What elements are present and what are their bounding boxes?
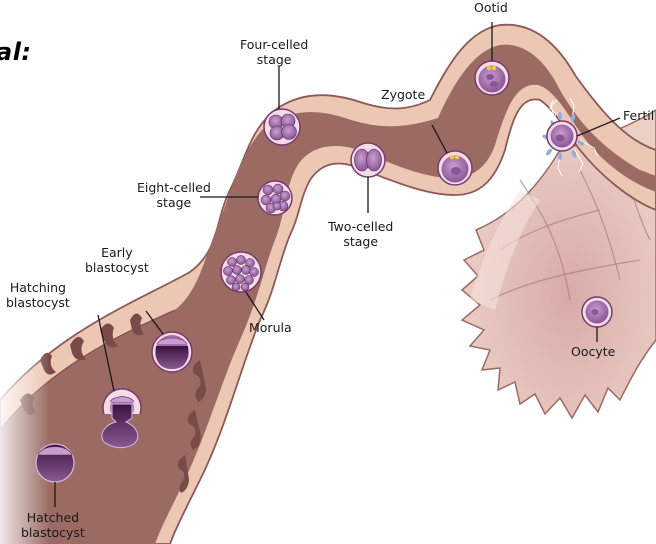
hatching-blastocyst [101, 388, 142, 449]
label-two-celled-line1: Two-celled [328, 219, 394, 234]
label-morula: Morula [249, 320, 292, 335]
heading-fragment: al: [0, 38, 32, 66]
two-celled-cell [350, 142, 386, 178]
label-zygote-text: Zygote [381, 87, 426, 102]
label-eight-celled-line2: stage [156, 195, 192, 210]
early-blastocyst [151, 331, 193, 373]
morula-cell [220, 251, 262, 293]
label-hatching-blastocyst-line2: blastocyst [6, 295, 70, 310]
four-celled-cell [263, 108, 301, 146]
label-oocyte: Oocyte [571, 344, 615, 359]
label-fertilization: Fertil [623, 108, 654, 123]
label-ootid: Ootid [474, 0, 508, 15]
label-early-blastocyst-line2: blastocyst [85, 260, 149, 275]
label-fertilization-text: Fertil [623, 108, 655, 123]
label-morula-text: Morula [249, 320, 292, 335]
label-hatching-blastocyst-line1: Hatching [9, 280, 66, 295]
label-hatched-blastocyst-line1: Hatched [26, 510, 80, 525]
label-two-celled-line2: stage [343, 234, 379, 249]
oocyte-cell [581, 296, 613, 328]
hatched-blastocyst [35, 443, 75, 483]
leader-lines [54, 22, 621, 507]
label-four-celled-line2: stage [256, 52, 292, 67]
eight-celled-cell [257, 180, 293, 216]
ootid-cell [474, 60, 510, 96]
label-hatched-blastocyst-line2: blastocyst [21, 525, 85, 540]
label-eight-celled-line1: Eight-celled [137, 180, 211, 195]
fertilization-cell [527, 97, 599, 177]
fimbriae [460, 109, 656, 420]
label-four-celled-line1: Four-celled [240, 37, 309, 52]
label-zygote: Zygote [381, 87, 425, 102]
label-early-blastocyst-line1: Early [101, 245, 133, 260]
zygote-cell [437, 150, 473, 186]
label-oocyte-text: Oocyte [571, 344, 616, 359]
label-ootid-text: Ootid [474, 0, 508, 15]
